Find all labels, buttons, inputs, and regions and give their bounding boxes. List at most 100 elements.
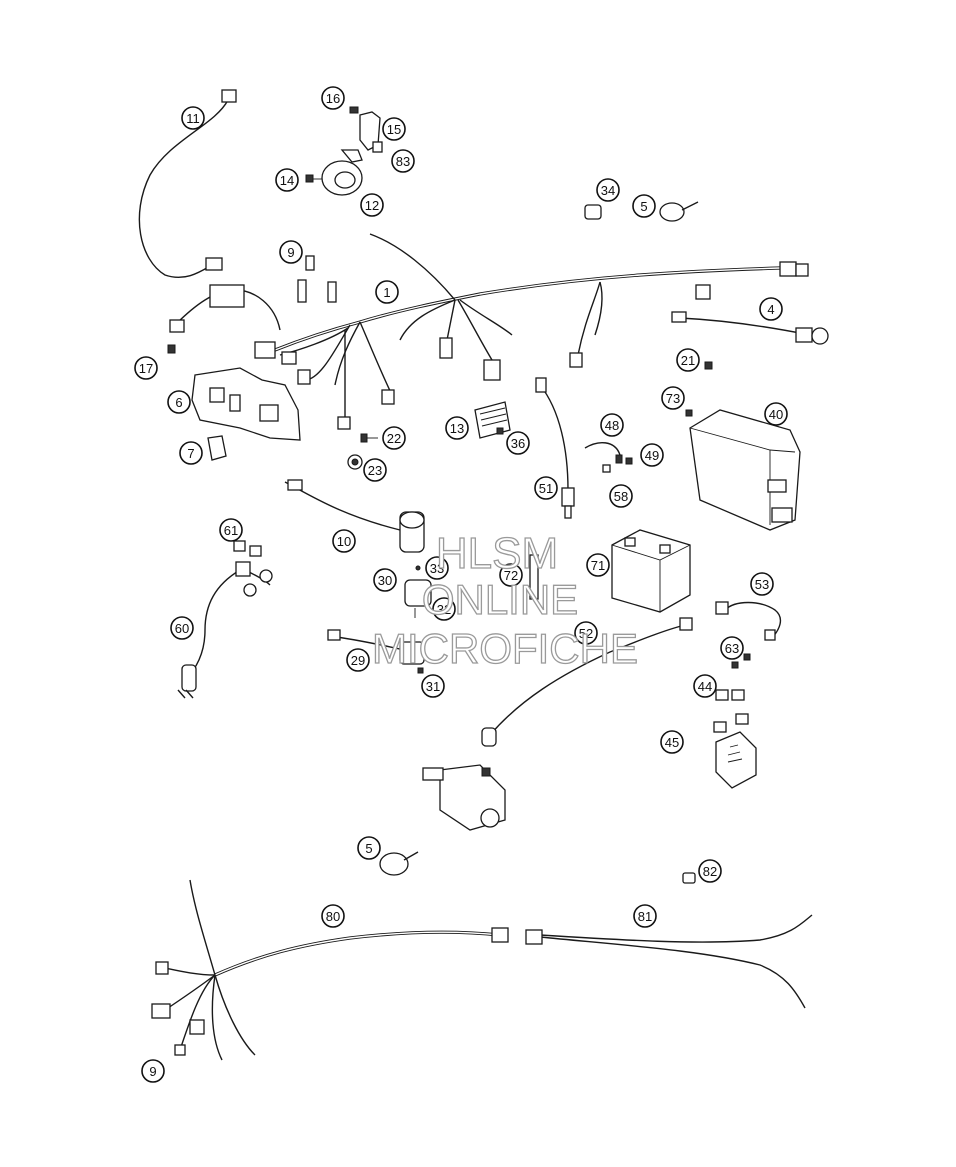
- callout-circle: [332, 529, 356, 553]
- callout-circle: [596, 178, 620, 202]
- part-12-horn-assembly: [305, 106, 383, 196]
- callout-number: 32: [437, 602, 451, 617]
- callout-circle: [750, 572, 774, 596]
- callout-circle: [633, 904, 657, 928]
- callout-circle: [574, 621, 598, 645]
- callout-number: 60: [175, 621, 189, 636]
- callout-number: 22: [387, 431, 401, 446]
- callout-circle: [698, 859, 722, 883]
- part-7-clip: [207, 435, 227, 461]
- part-72-strap: [529, 554, 539, 600]
- callout-circle: [445, 416, 469, 440]
- part-40-battery-box: [685, 409, 801, 531]
- callout-circle: [134, 356, 158, 380]
- part-53-battery-cable: [715, 601, 782, 641]
- callout-circle: [609, 484, 633, 508]
- callout-number: 53: [755, 577, 769, 592]
- part-29-sensor-cable: [327, 629, 425, 674]
- callout-circle: [661, 386, 685, 410]
- callout-number: 73: [666, 391, 680, 406]
- callout-number: 16: [326, 91, 340, 106]
- callout-circle: [759, 297, 783, 321]
- callout-circle: [382, 117, 406, 141]
- callout-circle: [363, 458, 387, 482]
- callout-circle: [720, 636, 744, 660]
- part-45-starter-relay: [713, 653, 757, 789]
- part-48-ground-wire: [584, 442, 633, 473]
- callout-c23: 23: [363, 458, 387, 482]
- watermark-line-3: MICROFICHE: [372, 625, 638, 672]
- callout-number: 80: [326, 909, 340, 924]
- callout-number: 31: [426, 679, 440, 694]
- callout-number: 1: [383, 285, 390, 300]
- callout-circle: [693, 674, 717, 698]
- callout-number: 11: [186, 111, 200, 126]
- callout-number: 61: [224, 523, 238, 538]
- callout-c40: 40: [764, 402, 788, 426]
- callout-c71: 71: [586, 553, 610, 577]
- part-11-cable: [138, 89, 237, 279]
- callout-c5b: 5: [357, 836, 381, 860]
- callout-circle: [506, 431, 530, 455]
- callout-circle: [632, 194, 656, 218]
- callout-circle: [534, 476, 558, 500]
- part-60-ignition-coil: [177, 540, 273, 699]
- callout-c53: 53: [750, 572, 774, 596]
- part-6-mounting-plate: [191, 367, 301, 441]
- callout-c61: 61: [219, 518, 243, 542]
- callout-number: 29: [351, 653, 365, 668]
- callout-c45: 45: [660, 730, 684, 754]
- callout-circle: [219, 518, 243, 542]
- part-13-regulator: [474, 401, 511, 439]
- callout-number: 33: [430, 561, 444, 576]
- callout-c5a: 5: [632, 194, 656, 218]
- callout-number: 4: [767, 302, 774, 317]
- callout-circle: [167, 390, 191, 414]
- callout-number: 12: [365, 198, 379, 213]
- callout-c6: 6: [167, 390, 191, 414]
- callout-c10: 10: [332, 529, 356, 553]
- callout-c33: 33: [425, 556, 449, 580]
- callout-circle: [425, 556, 449, 580]
- callout-number: 83: [396, 154, 410, 169]
- callout-number: 5: [365, 841, 372, 856]
- watermark: HLSM ONLINE MICROFICHE: [371, 528, 638, 672]
- callout-c72: 72: [499, 563, 523, 587]
- callout-circle: [586, 553, 610, 577]
- callout-circle: [181, 106, 205, 130]
- callout-number: 71: [591, 558, 605, 573]
- callout-circle: [499, 563, 523, 587]
- callout-c11: 11: [181, 106, 205, 130]
- callout-c82: 82: [698, 859, 722, 883]
- callout-number: 49: [645, 448, 659, 463]
- part-34-grommet: [584, 204, 602, 220]
- callout-circle: [600, 413, 624, 437]
- callout-c15: 15: [382, 117, 406, 141]
- callout-c31: 31: [421, 674, 445, 698]
- callout-number: 44: [698, 679, 712, 694]
- callout-number: 63: [725, 641, 739, 656]
- part-9-bulb: [305, 255, 315, 271]
- callout-c48: 48: [600, 413, 624, 437]
- callout-c73: 73: [661, 386, 685, 410]
- part-80-rear-harness: [151, 879, 509, 1061]
- callout-number: 10: [337, 534, 351, 549]
- part-22-23-fasteners: [347, 433, 378, 470]
- callout-number: 21: [681, 353, 695, 368]
- part-5-cable-tie-upper: [659, 201, 699, 222]
- callout-c14: 14: [275, 168, 299, 192]
- callout-circle: [382, 426, 406, 450]
- callout-c29: 29: [346, 648, 370, 672]
- callout-circle: [764, 402, 788, 426]
- part-52-starter-cable: [481, 617, 693, 747]
- callout-c12: 12: [360, 193, 384, 217]
- callout-number: 52: [579, 626, 593, 641]
- callout-number: 36: [511, 436, 525, 451]
- callout-c16: 16: [321, 86, 345, 110]
- callout-number: 48: [605, 418, 619, 433]
- callout-c7: 7: [179, 441, 203, 465]
- callout-number: 9: [149, 1064, 156, 1079]
- callout-circle: [346, 648, 370, 672]
- callout-circle: [391, 149, 415, 173]
